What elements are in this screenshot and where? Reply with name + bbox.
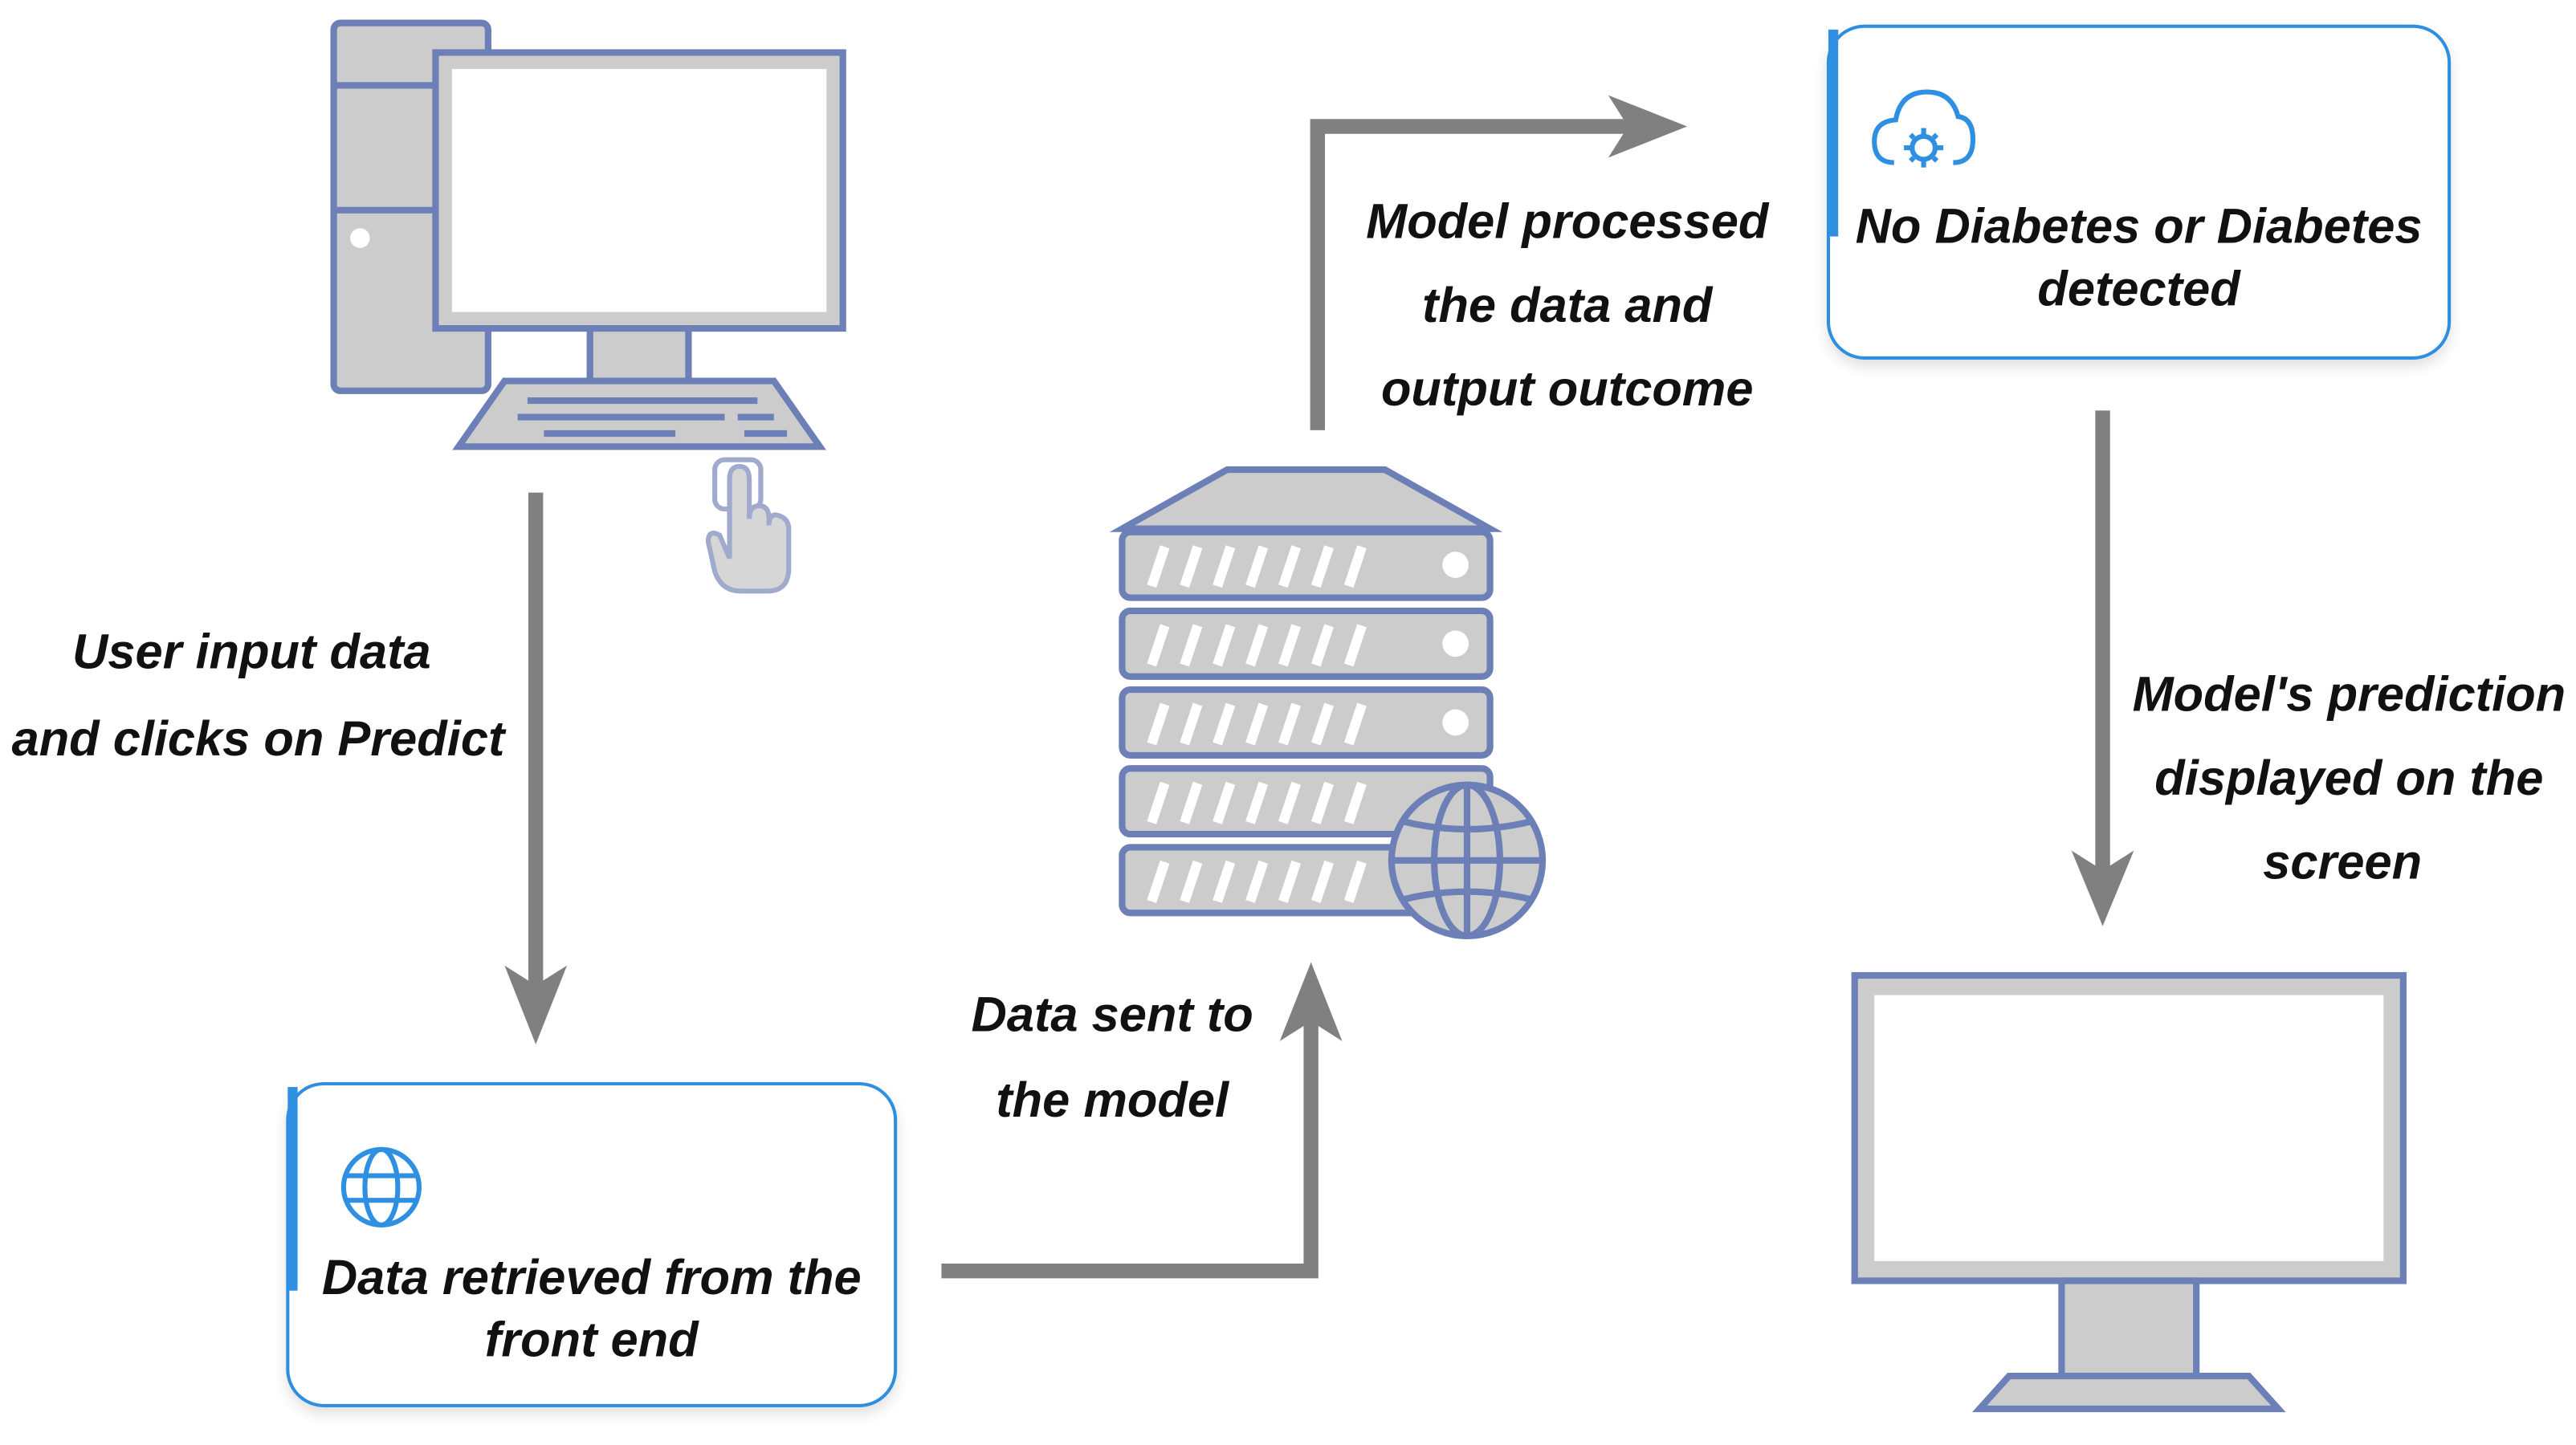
outcome-box-line2: detected: [2037, 261, 2241, 316]
cloud-gear-icon: [1872, 89, 1976, 168]
desktop-computer-icon: [330, 19, 846, 450]
arrow-frontend-to-model: [941, 962, 1343, 1279]
server-icon: [1109, 466, 1503, 917]
step-label-model-processed-line2: the data and: [1422, 278, 1714, 333]
front-end-box-line1: Data retrieved from the: [322, 1250, 862, 1305]
arrow-user-to-frontend: [504, 492, 568, 1044]
outcome-box-line1: No Diabetes or Diabetes: [1856, 199, 2423, 254]
front-end-box: Data retrieved from the front end: [286, 1081, 898, 1407]
step-label-prediction-displayed-line1: Model's prediction: [2133, 667, 2566, 722]
step-label-prediction-displayed-line2: displayed on the: [2154, 751, 2543, 806]
server-unit: [1119, 528, 1494, 601]
globe-icon: [1388, 781, 1547, 939]
front-end-box-line2: front end: [485, 1313, 699, 1368]
step-label-model-processed: Model processed the data and output outc…: [1366, 194, 1770, 417]
step-label-data-sent: Data sent to the model: [972, 987, 1253, 1128]
globe-icon: [340, 1146, 422, 1227]
step-label-data-sent-line2: the model: [996, 1073, 1230, 1128]
step-label-model-processed-line3: output outcome: [1381, 361, 1754, 417]
outcome-box: No Diabetes or Diabetes detected: [1826, 24, 2452, 360]
step-label-user-input: User input data and clicks on Predict: [12, 625, 507, 767]
step-label-prediction-displayed-line3: screen: [2263, 834, 2422, 889]
step-label-data-sent-line1: Data sent to: [972, 987, 1253, 1043]
arrow-model-to-outcome: [1310, 95, 1688, 430]
step-label-user-input-line1: User input data: [72, 625, 431, 680]
step-label-user-input-line2: and clicks on Predict: [12, 711, 507, 767]
step-label-prediction-displayed: Model's prediction displayed on the scre…: [2133, 667, 2566, 890]
arrow-outcome-to-screen: [2071, 410, 2134, 926]
server-unit: [1119, 686, 1494, 759]
step-label-model-processed-line1: Model processed: [1366, 194, 1770, 250]
server-unit: [1119, 607, 1494, 680]
monitor-icon: [1851, 971, 2407, 1413]
hand-pointer-icon: [705, 457, 792, 594]
